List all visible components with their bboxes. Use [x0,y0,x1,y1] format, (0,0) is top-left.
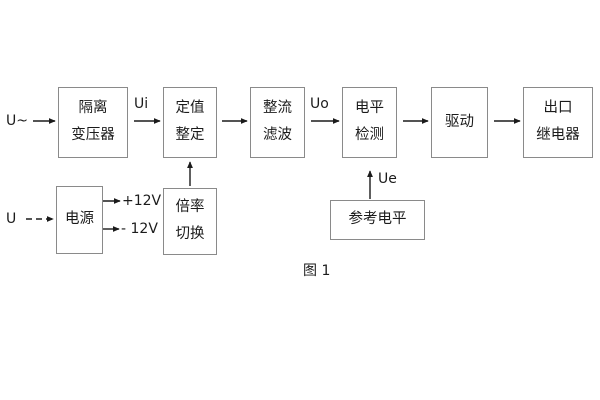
block-level-detection[interactable]: 电平 检测 [342,87,397,158]
block-power-supply[interactable]: 电源 [56,186,103,254]
block-rectifier-filter[interactable]: 整流 滤波 [250,87,305,158]
block-rectifier-filter-line1: 整流 [263,100,292,117]
block-reference-level[interactable]: 参考电平 [330,200,425,240]
label-rail-plus-12v: +12V [122,193,162,209]
block-multiplier-switch[interactable]: 倍率 切换 [163,188,217,255]
block-level-detection-line2: 检测 [355,127,384,143]
figure-caption: 图 1 [303,263,331,279]
label-rail-minus-12v: - 12V [121,221,158,237]
block-setting-value-line2: 整定 [175,127,205,143]
block-output-relay[interactable]: 出口 继电器 [523,87,593,158]
block-power-supply-line1: 电源 [65,211,94,228]
label-input-u-dc: U [6,211,17,227]
label-signal-ui: Ui [134,96,149,112]
block-isolation-transformer-line2: 变压器 [71,127,115,143]
block-reference-level-line1: 参考电平 [348,211,407,228]
label-signal-uo: Uo [310,96,329,112]
block-output-relay-line2: 继电器 [536,127,580,143]
block-setting-value-line1: 定值 [175,100,205,117]
block-multiplier-switch-line2: 切换 [175,226,205,242]
block-isolation-transformer-line1: 隔离 [78,100,108,117]
block-drive-line1: 驱动 [445,113,474,130]
block-drive[interactable]: 驱动 [431,87,488,158]
label-signal-ue: Ue [378,171,397,187]
block-level-detection-line1: 电平 [355,100,384,117]
block-output-relay-line1: 出口 [543,100,573,117]
block-setting-value[interactable]: 定值 整定 [163,87,217,158]
block-rectifier-filter-line2: 滤波 [263,127,292,143]
block-isolation-transformer[interactable]: 隔离 变压器 [58,87,128,158]
label-input-u-ac: U~ [6,113,28,129]
block-multiplier-switch-line1: 倍率 [175,199,205,216]
